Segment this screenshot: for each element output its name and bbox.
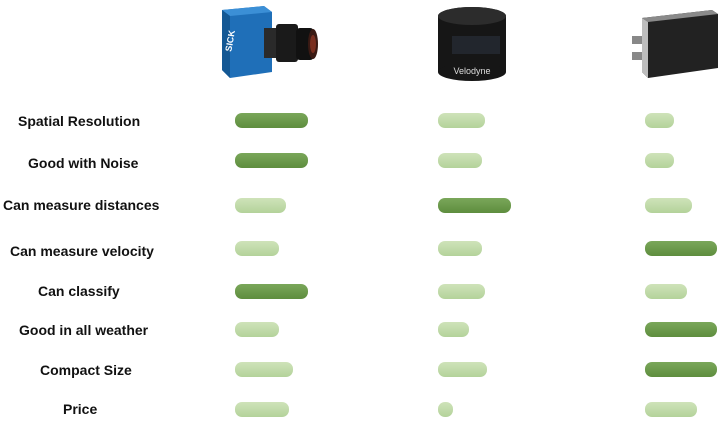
rating-bar-row3-col1: [438, 241, 482, 256]
row-label-can-measure-distances: Can measure distances: [3, 197, 160, 213]
row-label-good-with-noise: Good with Noise: [28, 155, 139, 171]
rating-bar-row1-col2: [645, 153, 674, 168]
row-label-can-measure-velocity: Can measure velocity: [10, 243, 154, 259]
rating-bar-row6-col1: [438, 362, 487, 377]
rating-bar-row6-col0: [235, 362, 293, 377]
lidar-brand-text: Velodyne: [453, 66, 490, 76]
rating-bar-row1-col1: [438, 153, 482, 168]
rating-bar-row4-col1: [438, 284, 485, 299]
rating-bar-row2-col1: [438, 198, 511, 213]
row-label-good-in-all-weather: Good in all weather: [19, 322, 149, 338]
rating-bar-row3-col2: [645, 241, 717, 256]
rating-bar-row0-col2: [645, 113, 674, 128]
rating-bar-row3-col0: [235, 241, 279, 256]
rating-bar-row2-col2: [645, 198, 692, 213]
rating-bar-row0-col0: [235, 113, 308, 128]
row-label-price: Price: [63, 401, 98, 417]
rating-bar-row7-col1: [438, 402, 453, 417]
lidar-image: Velodyne: [438, 7, 506, 81]
row-label-spatial-resolution: Spatial Resolution: [18, 113, 141, 129]
rating-bar-row4-col2: [645, 284, 687, 299]
rating-bar-row7-col2: [645, 402, 697, 417]
rating-bar-row5-col1: [438, 322, 469, 337]
rating-bar-row7-col0: [235, 402, 289, 417]
radar-image: [632, 10, 718, 78]
rating-bar-row1-col0: [235, 153, 308, 168]
row-label-can-classify: Can classify: [38, 283, 120, 299]
rating-bar-row2-col0: [235, 198, 286, 213]
camera-image: SICK: [222, 6, 318, 78]
rating-bar-row5-col2: [645, 322, 717, 337]
rating-bar-row0-col1: [438, 113, 485, 128]
rating-bar-row5-col0: [235, 322, 279, 337]
rating-bar-row4-col0: [235, 284, 308, 299]
camera-brand-text: SICK: [223, 29, 237, 52]
row-label-compact-size: Compact Size: [40, 362, 132, 378]
rating-bar-row6-col2: [645, 362, 717, 377]
